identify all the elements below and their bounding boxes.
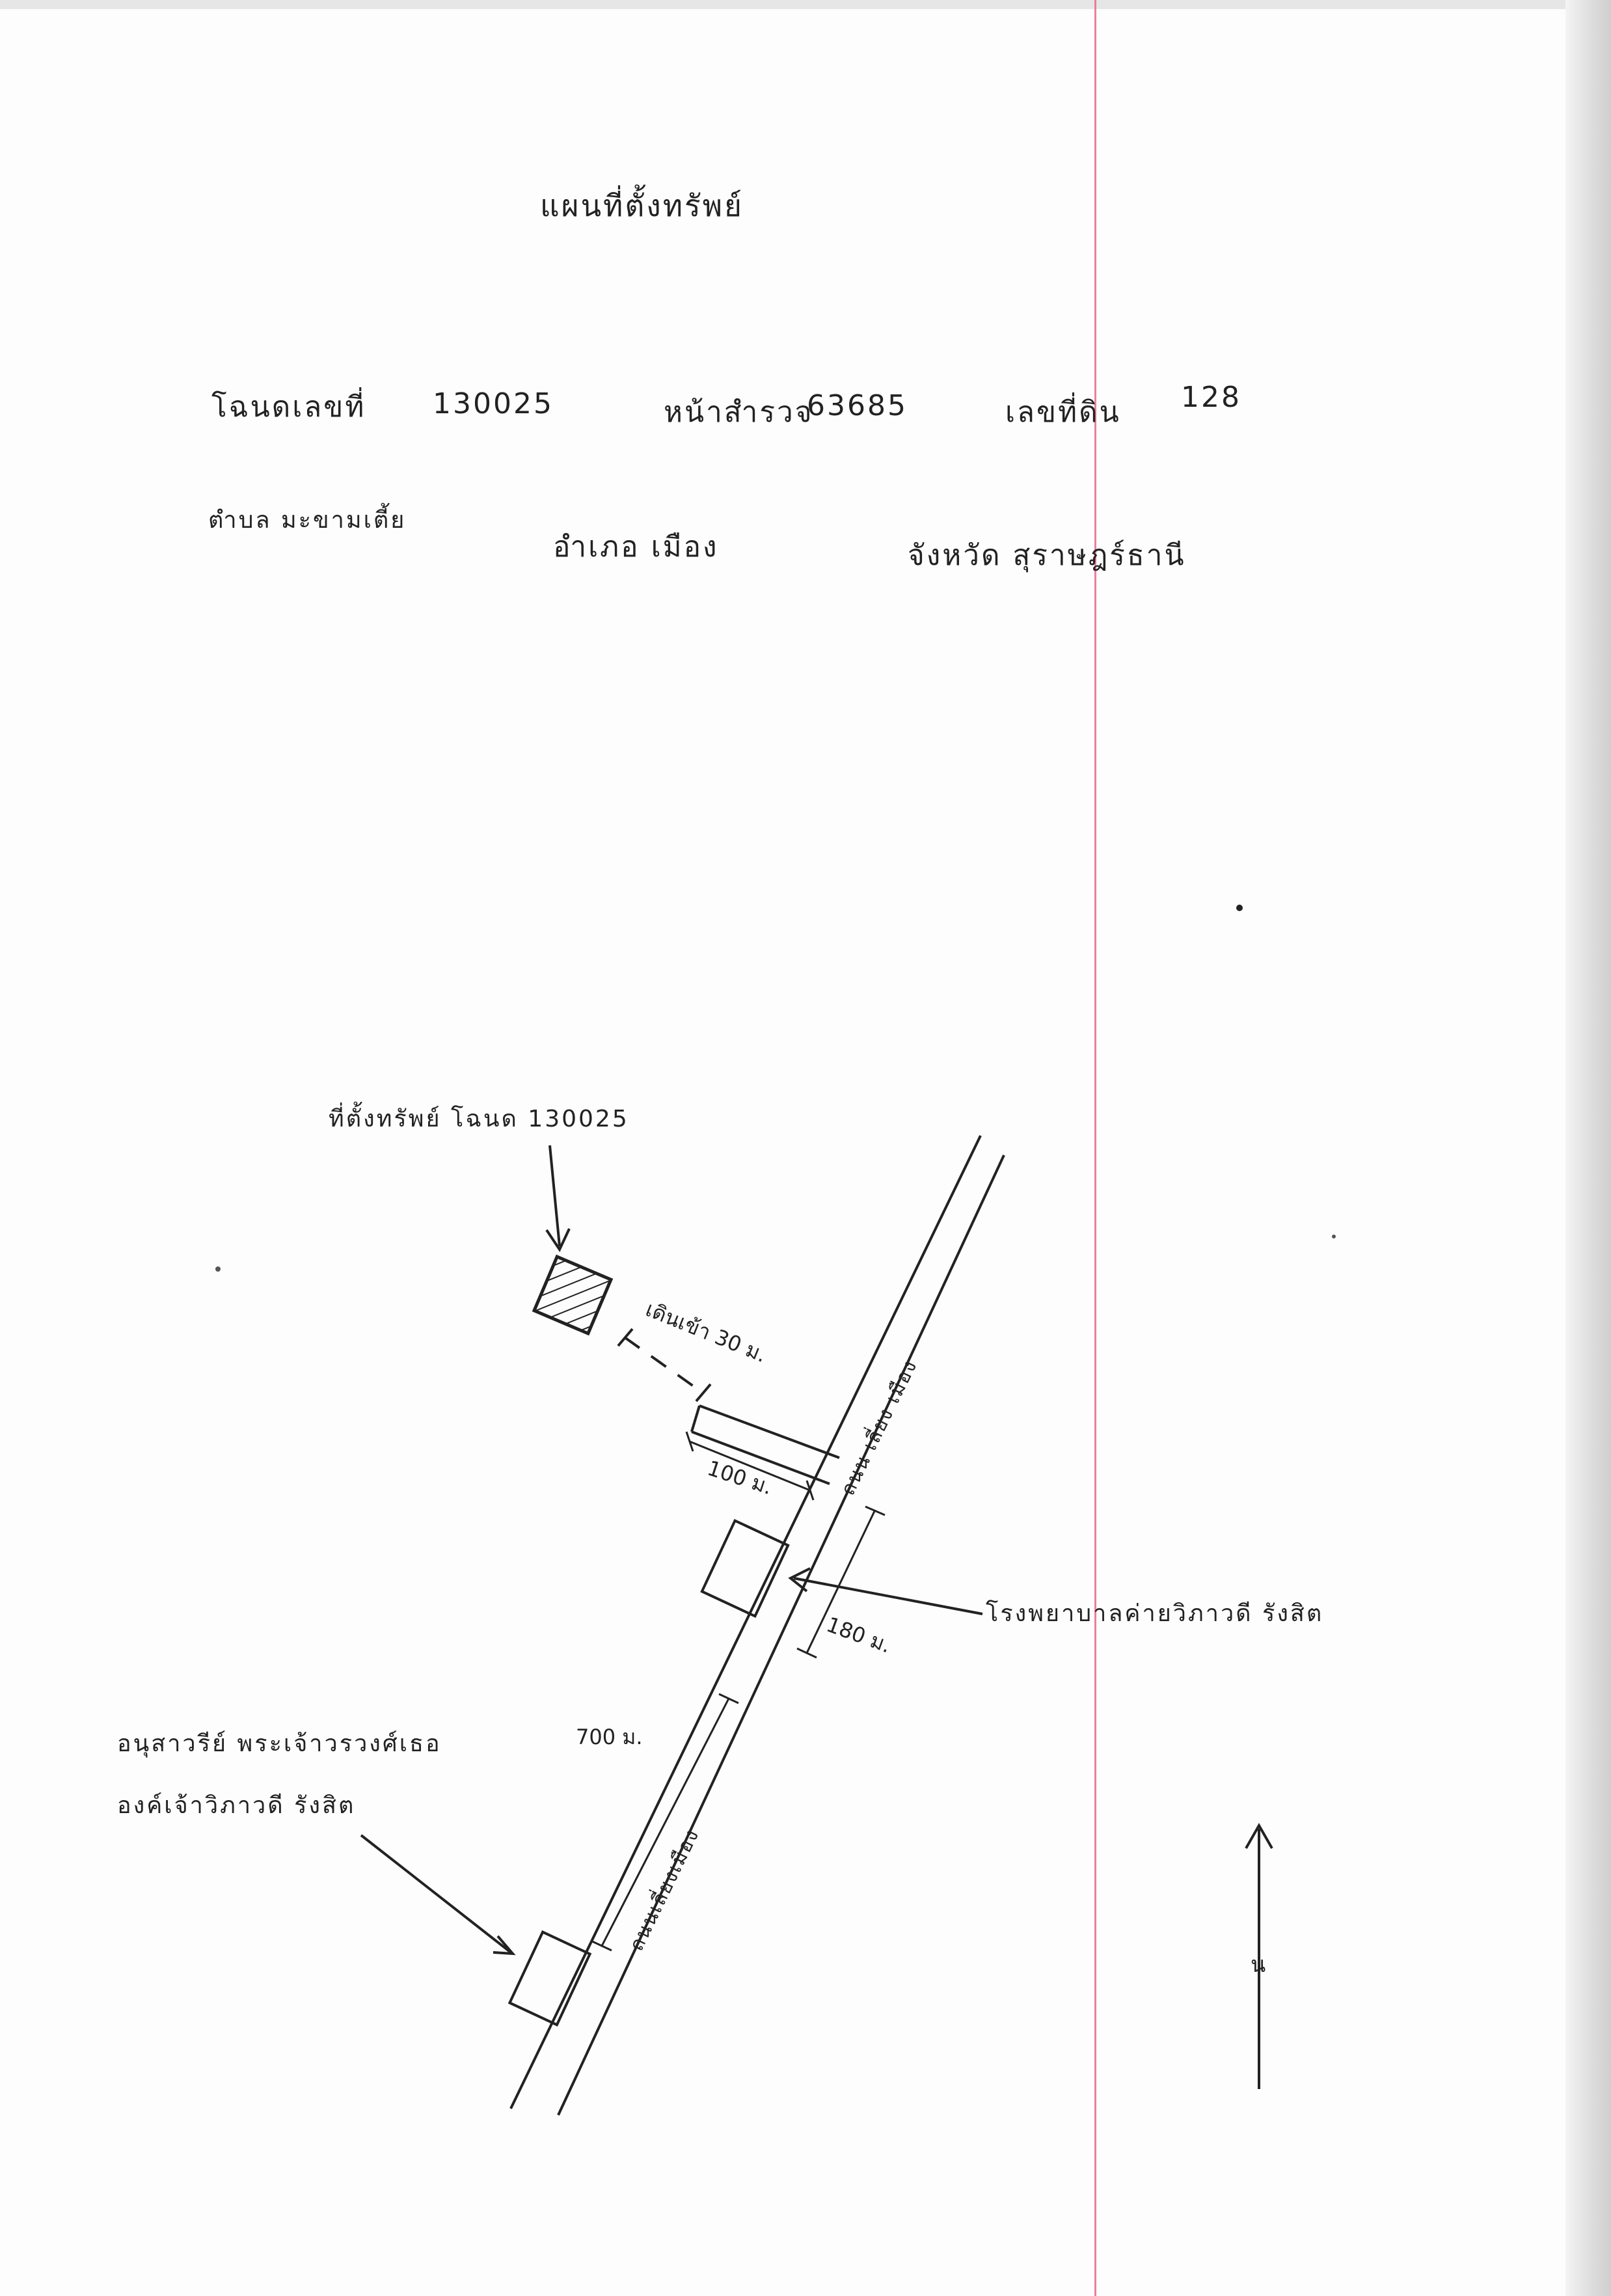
- dim-700: [601, 1698, 730, 1947]
- district: อำเภอ เมือง: [553, 530, 719, 564]
- monument-arrow-line: [360, 1834, 512, 1954]
- property-arrow-head: [545, 1228, 571, 1253]
- property-parcel: [532, 1254, 614, 1336]
- survey-number: 63685: [807, 389, 908, 422]
- road-label-upper: ถนน เลี่ยง เมือง: [834, 1355, 922, 1499]
- land-number: 128: [1181, 381, 1241, 414]
- north-label: น: [1251, 1952, 1267, 1978]
- monument-building: [508, 1930, 592, 2027]
- main-road-edge-left: [509, 1135, 982, 2109]
- survey-label: หน้าสำรวจ: [664, 396, 814, 429]
- monument-label-2: องค์เจ้าวิภาวดี รังสิต: [117, 1792, 356, 1819]
- soi-edge-top: [699, 1404, 840, 1459]
- deed-number: 130025: [433, 387, 554, 420]
- province: จังหวัด สุราษฎร์ธานี: [908, 539, 1186, 572]
- hospital-arrow-head: [788, 1567, 811, 1592]
- deed-label: โฉนดเลขที่: [211, 390, 366, 424]
- document-title: แผนที่ตั้งทรัพย์: [540, 188, 744, 223]
- dim-100: [689, 1440, 811, 1492]
- subdistrict: ตำบล มะขามเตี้ย: [208, 507, 407, 534]
- hospital-label: โรงพยาบาลค่ายวิภาวดี รังสิต: [986, 1600, 1324, 1627]
- hospital-building: [700, 1518, 790, 1619]
- walk-path-dashed: [623, 1336, 704, 1394]
- soi-distance-label: เดินเข้า 30 ม.: [642, 1296, 770, 1367]
- scan-right-edge: [1565, 0, 1611, 2296]
- property-label: ที่ตั้งทรัพย์ โฉนด 130025: [329, 1106, 629, 1132]
- dist-700-label: 700 ม.: [576, 1725, 643, 1749]
- monument-label-1: อนุสาวรีย์ พระเจ้าวรวงศ์เธอ: [117, 1730, 442, 1757]
- margin-rule: [1094, 0, 1096, 2296]
- soi-edge-bottom: [691, 1430, 830, 1485]
- dist-180-label: 180 ม.: [823, 1612, 894, 1658]
- land-label: เลขที่ดิน: [1005, 396, 1121, 429]
- road-label-lower: ถนนเลี่ยงเมือง: [623, 1824, 704, 1954]
- monument-arrow-head: [493, 1935, 516, 1956]
- hospital-arrow-line: [793, 1577, 983, 1615]
- north-arrow-head: [1245, 1822, 1273, 1849]
- property-arrow-line: [548, 1145, 561, 1247]
- main-road-edge-right: [557, 1155, 1005, 2116]
- dim-180: [806, 1509, 876, 1654]
- scan-top-edge: [0, 0, 1611, 9]
